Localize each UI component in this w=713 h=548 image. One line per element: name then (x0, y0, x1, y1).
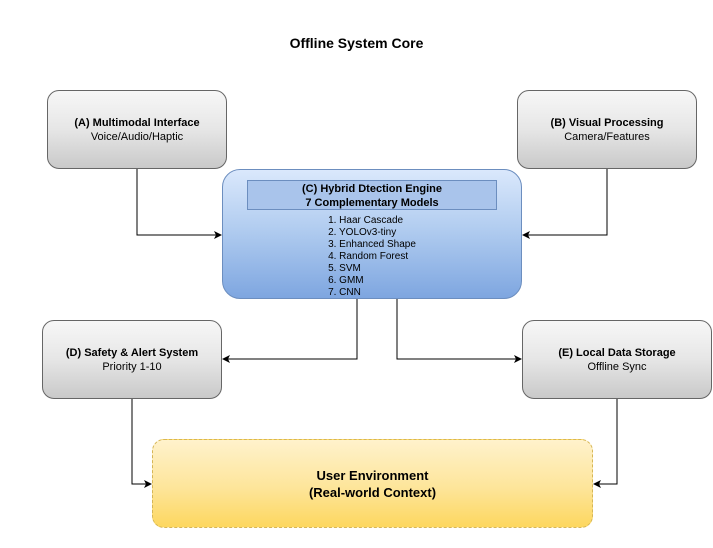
model-item: 2. YOLOv3-tiny (328, 227, 397, 238)
model-item: 6. GMM (328, 275, 364, 286)
model-item: 1. Haar Cascade (328, 215, 404, 226)
model-item: 5. SVM (328, 263, 361, 274)
model-item: 3. Enhanced Shape (328, 239, 416, 250)
node-visual-processing: (B) Visual Processing Camera/Features (517, 90, 697, 169)
node-multimodal-interface: (A) Multimodal Interface Voice/Audio/Hap… (47, 90, 227, 169)
node-hybrid-detection-engine: (C) Hybrid Dtection Engine 7 Complementa… (222, 169, 522, 299)
node-title: (E) Local Data Storage (558, 346, 676, 359)
node-title: (D) Safety & Alert System (65, 346, 199, 359)
edge-c-to-d (222, 299, 358, 363)
node-subtitle: Voice/Audio/Haptic (90, 130, 184, 143)
edge-b-to-c (522, 169, 608, 239)
engine-title: (C) Hybrid Dtection Engine (302, 183, 442, 195)
engine-header: (C) Hybrid Dtection Engine 7 Complementa… (247, 180, 497, 210)
edge-a-to-c (136, 169, 222, 239)
node-title: (B) Visual Processing (550, 116, 664, 129)
model-list: 1. Haar Cascade 2. YOLOv3-tiny 3. Enhanc… (328, 215, 416, 299)
node-safety-alert-system: (D) Safety & Alert System Priority 1-10 (42, 320, 222, 399)
diagram-title: Offline System Core (289, 35, 424, 51)
edge-c-to-e (396, 299, 522, 363)
model-item: 4. Random Forest (328, 251, 409, 262)
env-title: User Environment (316, 467, 429, 483)
edge-e-to-env (593, 399, 618, 488)
engine-subtitle: 7 Complementary Models (305, 197, 439, 209)
node-subtitle: Offline Sync (587, 360, 647, 373)
model-item: 7. CNN (328, 287, 361, 298)
node-title: (A) Multimodal Interface (74, 116, 200, 129)
node-user-environment: User Environment (Real-world Context) (152, 439, 593, 528)
node-subtitle: Camera/Features (564, 130, 650, 143)
node-subtitle: Priority 1-10 (102, 360, 162, 373)
node-local-data-storage: (E) Local Data Storage Offline Sync (522, 320, 712, 399)
edge-d-to-env (131, 399, 152, 488)
env-subtitle: (Real-world Context) (308, 484, 437, 500)
